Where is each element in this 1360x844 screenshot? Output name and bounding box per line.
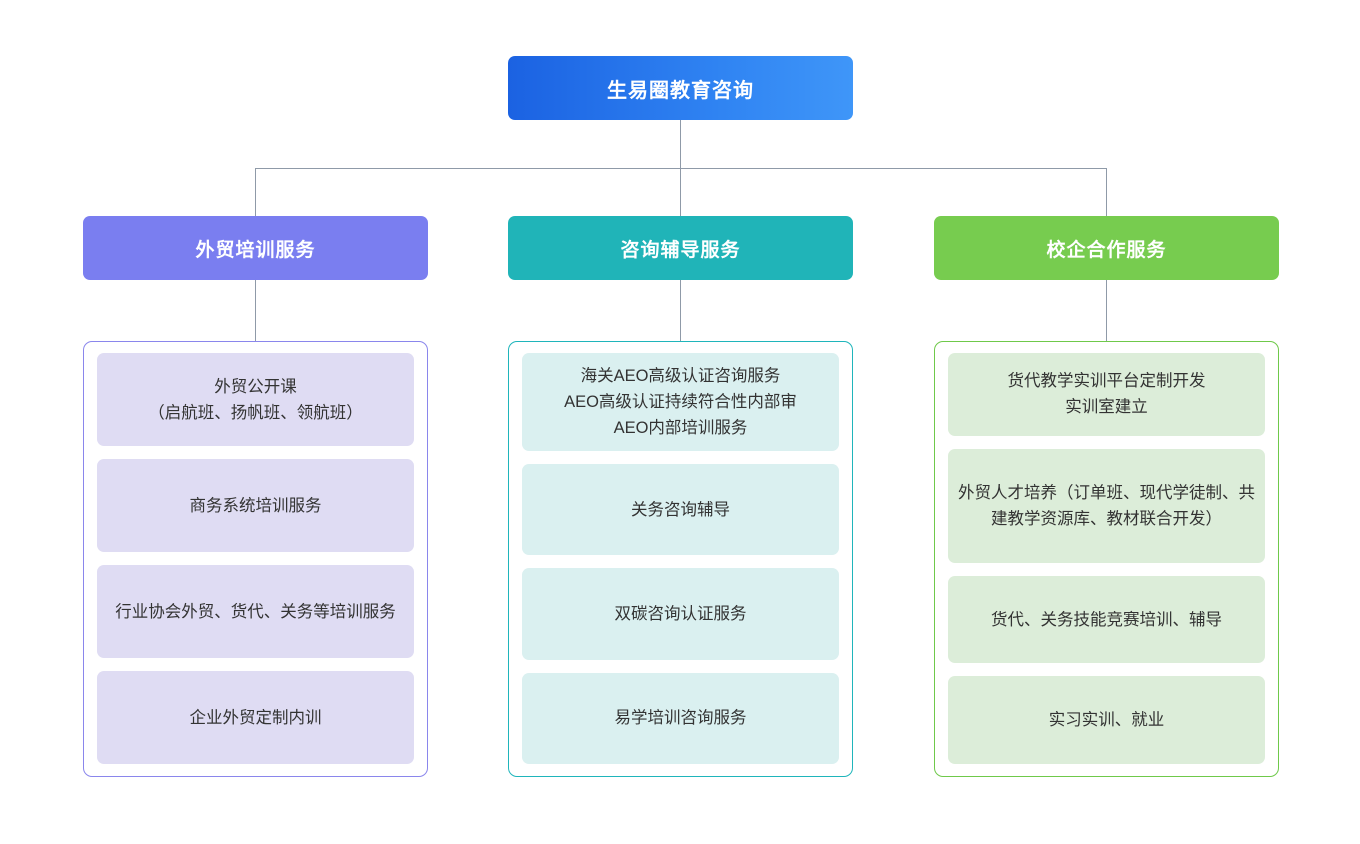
connector-stem-branch-3-body xyxy=(1106,280,1107,341)
connector-drop-branch-2 xyxy=(680,168,681,216)
branch-column-2: 咨询辅导服务 海关AEO高级认证咨询服务 AEO高级认证持续符合性内部审 AEO… xyxy=(508,216,853,777)
leaf-item[interactable]: 海关AEO高级认证咨询服务 AEO高级认证持续符合性内部审 AEO内部培训服务 xyxy=(522,353,839,451)
connector-stem-branch-2-body xyxy=(680,280,681,341)
branch-body-3: 货代教学实训平台定制开发 实训室建立 外贸人才培养（订单班、现代学徒制、共建教学… xyxy=(934,341,1279,777)
branch-column-1: 外贸培训服务 外贸公开课 （启航班、扬帆班、领航班） 商务系统培训服务 行业协会… xyxy=(83,216,428,777)
branch-header-1-label: 外贸培训服务 xyxy=(195,239,316,261)
connector-drop-branch-3 xyxy=(1106,168,1107,216)
branch-header-1[interactable]: 外贸培训服务 xyxy=(83,216,428,280)
connector-stem-branch-1-body xyxy=(255,280,256,341)
root-node[interactable]: 生易圈教育咨询 xyxy=(508,56,853,120)
branch-header-2-label: 咨询辅导服务 xyxy=(620,239,741,261)
branch-header-3[interactable]: 校企合作服务 xyxy=(934,216,1279,280)
leaf-item[interactable]: 货代教学实训平台定制开发 实训室建立 xyxy=(948,353,1265,436)
leaf-item[interactable]: 易学培训咨询服务 xyxy=(522,672,839,764)
leaf-item[interactable]: 货代、关务技能竞赛培训、辅导 xyxy=(948,576,1265,664)
connector-drop-branch-1 xyxy=(255,168,256,216)
branch-body-2: 海关AEO高级认证咨询服务 AEO高级认证持续符合性内部审 AEO内部培训服务 … xyxy=(508,341,853,777)
connector-root-stem xyxy=(680,120,681,169)
branch-body-1: 外贸公开课 （启航班、扬帆班、领航班） 商务系统培训服务 行业协会外贸、货代、关… xyxy=(83,341,428,777)
branch-header-2[interactable]: 咨询辅导服务 xyxy=(508,216,853,280)
branch-column-3: 校企合作服务 货代教学实训平台定制开发 实训室建立 外贸人才培养（订单班、现代学… xyxy=(934,216,1279,777)
leaf-item[interactable]: 外贸人才培养（订单班、现代学徒制、共建教学资源库、教材联合开发） xyxy=(948,448,1265,564)
leaf-item[interactable]: 企业外贸定制内训 xyxy=(97,671,414,764)
leaf-item[interactable]: 关务咨询辅导 xyxy=(522,464,839,556)
leaf-item[interactable]: 双碳咨询认证服务 xyxy=(522,568,839,660)
leaf-item[interactable]: 实习实训、就业 xyxy=(948,676,1265,764)
connector-horizontal-bus xyxy=(255,168,1106,169)
leaf-item[interactable]: 商务系统培训服务 xyxy=(97,459,414,552)
leaf-item[interactable]: 外贸公开课 （启航班、扬帆班、领航班） xyxy=(97,353,414,446)
leaf-item[interactable]: 行业协会外贸、货代、关务等培训服务 xyxy=(97,565,414,658)
branch-header-3-label: 校企合作服务 xyxy=(1046,239,1167,261)
root-node-label: 生易圈教育咨询 xyxy=(607,79,754,102)
